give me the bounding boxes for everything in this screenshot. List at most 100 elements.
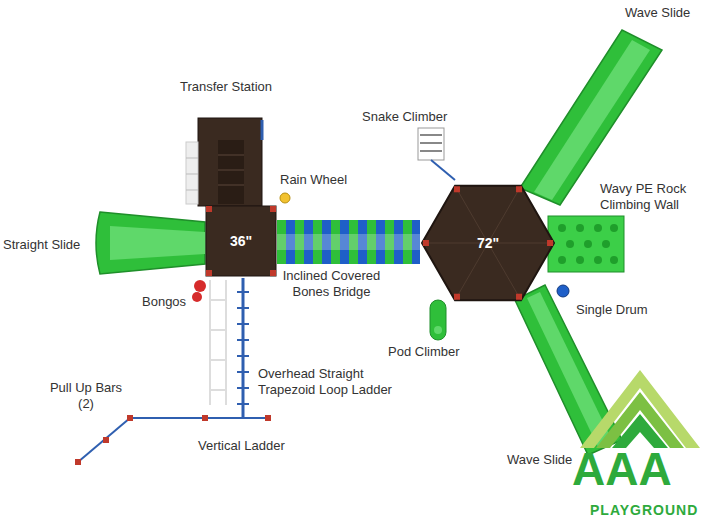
part-label: Pod Climber: [388, 344, 460, 360]
part-label: Single Drum: [576, 302, 648, 318]
rock-climbing-wall: [584, 240, 592, 248]
transfer-station: [186, 174, 198, 175]
part-label: Rain Wheel: [280, 172, 347, 188]
part-label: Wavy PE Rock Climbing Wall: [600, 181, 700, 212]
logo-mark: [580, 370, 700, 448]
part-label: Overhead Straight Trapezoid Loop Ladder: [258, 366, 418, 397]
logo-text: AAA: [572, 446, 672, 492]
snake-climber: [418, 128, 444, 160]
bridge-connector: [277, 242, 420, 243]
rock-climbing-wall: [610, 224, 618, 232]
logo-mark: [612, 414, 668, 448]
rock-climbing-wall: [594, 224, 602, 232]
part-label: Vertical Ladder: [198, 438, 285, 454]
overhead-ladder: [237, 403, 249, 405]
straight-slide: [110, 226, 205, 260]
overhead-ladder: [242, 278, 245, 418]
pod-climber: [434, 326, 442, 334]
deck-seam: [455, 243, 488, 300]
bridge-highlight: [277, 234, 420, 250]
faint-ladder: [209, 280, 211, 405]
straight-slide: [96, 212, 205, 274]
deck-height: 72": [477, 235, 499, 251]
pull-up-bars: [127, 415, 133, 421]
rock-climbing-wall: [548, 216, 624, 272]
deck-post: [270, 206, 276, 212]
deck-post: [423, 240, 429, 246]
faint-ladder: [210, 389, 226, 391]
transfer-station: [261, 120, 264, 140]
transfer-station: [218, 140, 244, 204]
transfer-station: [218, 155, 244, 156]
part-label: Pull Up Bars (2): [46, 380, 126, 411]
overhead-ladder: [237, 355, 249, 357]
deck-post: [454, 186, 460, 192]
deck-surface: [206, 206, 276, 276]
straight-slide: [96, 212, 205, 274]
bridge-rings: [277, 220, 420, 264]
rock-climbing-wall: [548, 216, 624, 272]
transfer-station: [186, 190, 198, 191]
single-drum: [557, 285, 569, 297]
pull-up-bars: [265, 415, 271, 421]
bongos: [192, 280, 206, 302]
part-label: Snake Climber: [362, 109, 447, 125]
overhead-ladder: [237, 339, 249, 341]
transfer-station: [218, 170, 244, 171]
pod-climber: [430, 300, 446, 340]
deck-height: 36": [230, 233, 252, 249]
bongos: [194, 280, 206, 292]
transfer-station: [218, 185, 244, 186]
pull-up-bars: [103, 437, 109, 443]
deck-seam: [488, 186, 521, 243]
part-label: Transfer Station: [180, 79, 272, 95]
rock-climbing-wall: [602, 240, 610, 248]
deck-hexagon: 72": [420, 175, 556, 311]
faint-ladder: [210, 280, 226, 405]
transfer-station: [198, 118, 262, 206]
faint-ladder: [210, 329, 226, 331]
bongos: [192, 292, 202, 302]
rock-climbing-wall: [610, 256, 618, 264]
transfer-station: [186, 158, 198, 159]
bridge-body: [277, 220, 420, 264]
wave-slide: [520, 30, 662, 205]
deck-surface: [422, 186, 554, 300]
rain-wheel: [280, 193, 290, 203]
snake-climber: [418, 128, 455, 180]
logo-text: PLAYGROUND: [590, 503, 698, 517]
deck-post: [206, 270, 212, 276]
faint-ladder: [210, 299, 226, 301]
single-drum: [557, 285, 569, 297]
pull-up-bars: [130, 417, 268, 419]
wave-slide: [534, 40, 650, 200]
overhead-ladder: [237, 387, 249, 389]
deck-post: [516, 186, 522, 192]
deck-post: [516, 294, 522, 300]
part-label: Straight Slide: [3, 237, 80, 253]
pull-up-bars: [75, 459, 81, 465]
deck-post: [454, 294, 460, 300]
pod-climber: [430, 300, 446, 340]
snake-climber: [420, 135, 442, 151]
rock-climbing-wall: [576, 224, 584, 232]
transfer-station: [186, 118, 262, 206]
deck-post: [547, 240, 553, 246]
rock-climbing-wall: [558, 224, 566, 232]
overhead-ladder: [237, 323, 249, 325]
transfer-station: [186, 142, 198, 204]
deck-post: [270, 270, 276, 276]
logo-mark: [580, 370, 700, 448]
deck-seam: [488, 243, 521, 300]
logo-mark: [596, 392, 684, 448]
part-label: Wave Slide: [625, 5, 690, 21]
overhead-ladder: [237, 291, 249, 293]
overhead-ladder: [237, 371, 249, 373]
pull-up-bars: [202, 415, 208, 421]
part-label: Wave Slide: [505, 452, 574, 468]
rock-climbing-wall: [566, 240, 574, 248]
part-label: Bongos: [142, 294, 186, 310]
snake-climber: [431, 160, 455, 180]
deck-post: [206, 206, 212, 212]
